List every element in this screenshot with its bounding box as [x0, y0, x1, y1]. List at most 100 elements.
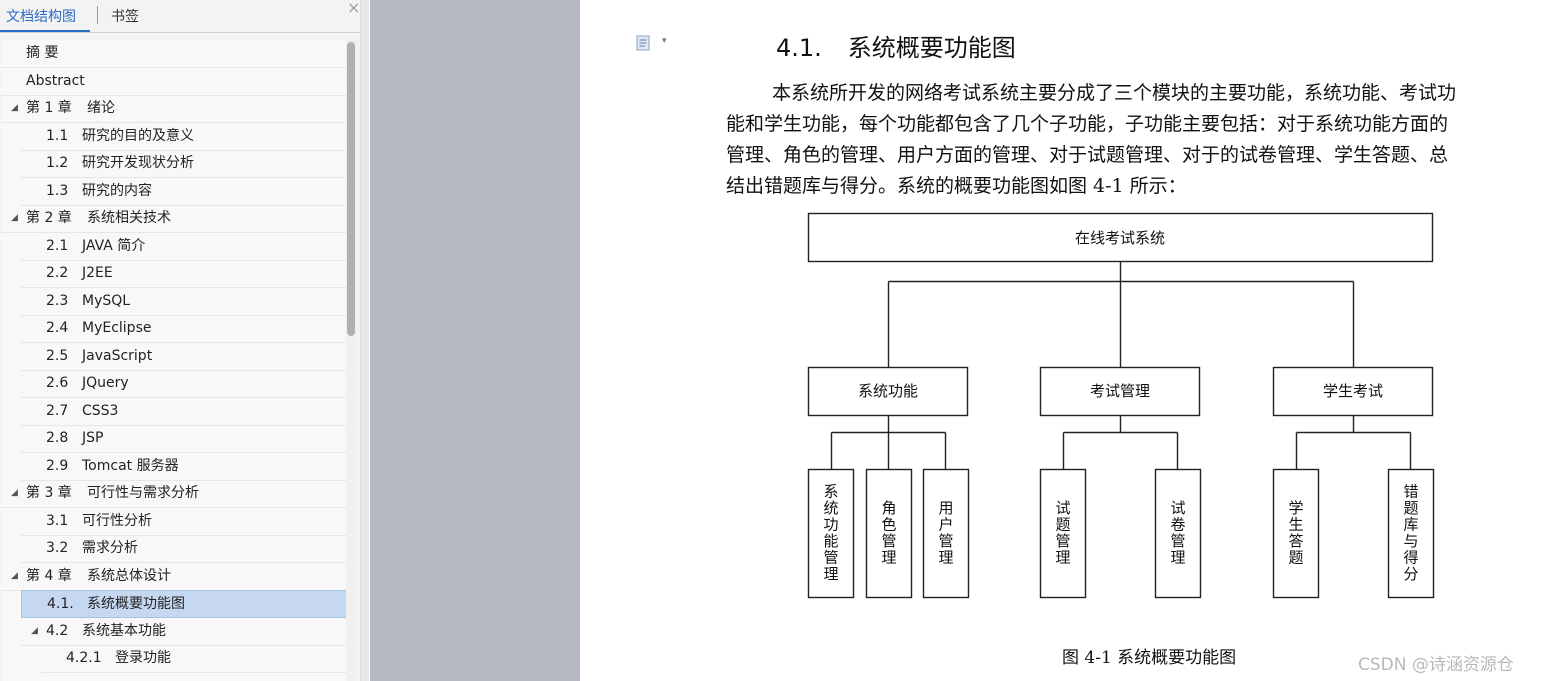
outline-item[interactable]: 1.1 研究的目的及意义 [21, 123, 346, 151]
outline-item-label: 需求分析 [82, 540, 138, 556]
paragraph-line: 本系统所开发的网络考试系统主要分成了三个模块的主要功能，系统功能、考试功 [772, 82, 1457, 104]
outline-item[interactable]: 2.9 Tomcat 服务器 [21, 453, 346, 481]
outline-item[interactable]: ◢ 第 2 章系统相关技术 [1, 205, 346, 233]
diagram-root-label: 在线考试系统 [1075, 229, 1165, 247]
outline-item[interactable]: 2.3 MySQL [21, 288, 346, 316]
outline-item-label: MySQL [82, 292, 131, 309]
heading-number: 4.1. [776, 34, 822, 62]
outline-item-number: 4.1. [47, 596, 74, 612]
chevron-down-icon[interactable]: ▾ [662, 36, 667, 46]
outline-item-label: 系统总体设计 [87, 567, 171, 584]
expand-triangle-icon[interactable]: ◢ [11, 488, 18, 498]
diagram-leaf-box [1039, 468, 1087, 599]
close-pane-icon[interactable]: × [347, 0, 361, 17]
outline-item-number: 1.2 [46, 155, 69, 171]
outline-item-number: 摘 要 [26, 45, 59, 61]
diagram-leaf-label: 学生答题 [1288, 499, 1303, 567]
outline-item-label: 研究开发现状分析 [82, 155, 194, 171]
outline-item-label: J2EE [82, 265, 113, 281]
outline-item[interactable]: 3.1 可行性分析 [21, 508, 346, 536]
document-structure-pane: 文档结构图 书签 × 摘 要 Abstract ◢第 1 章绪论 1.1 研究的目的及意… [0, 0, 361, 681]
outline-item-number: 3.2 [46, 540, 69, 556]
outline-item-number: 第 4 章 [26, 567, 72, 584]
outline-item[interactable]: ◢第 1 章绪论 [1, 95, 346, 123]
tab-divider [97, 6, 98, 24]
outline-item[interactable]: 摘 要 [1, 40, 346, 68]
outline-item-label: JQuery [82, 375, 129, 391]
outline-item-number: 2.6 [46, 375, 69, 391]
paragraph-line: 能和学生功能，每个功能都包含了几个子功能，子功能主要包括：对于系统功能方面的 [726, 113, 1449, 135]
outline-item[interactable]: 2.6 JQuery [21, 370, 346, 398]
paragraph-line: 管理、角色的管理、用户方面的管理、对于试题管理、对于的试卷管理、学生答题、总 [726, 144, 1449, 166]
page-background [370, 0, 580, 681]
outline-item[interactable]: 2.8 JSP [21, 425, 346, 453]
outline-item-number: 3.1 [46, 512, 69, 529]
outline-item-label: 可行性分析 [82, 512, 152, 529]
active-tab-indicator [0, 30, 90, 32]
outline-item-number: 2.5 [46, 347, 69, 364]
outline-item-label: 研究的目的及意义 [82, 127, 194, 144]
diagram-leaf-box [865, 468, 913, 599]
outline-item-number: 1.1 [46, 127, 69, 144]
outline-item-label: 研究的内容 [82, 182, 152, 199]
outline-item-number: 1.3 [46, 182, 69, 199]
outline-item-number: 第 2 章 [26, 210, 72, 226]
outline-item-label: 登录功能 [115, 650, 171, 666]
diagram-leaf-box [1154, 468, 1202, 599]
document-page: ▾ 4.1.系统概要功能图 本系统所开发的网络考试系统主要分成了三个模块的主要功… [580, 0, 1545, 681]
diagram-leaf-box [1387, 468, 1435, 599]
outline-item-number: 2.3 [46, 292, 69, 309]
outline-item[interactable]: ◢ 4.2 系统基本功能 [21, 618, 346, 646]
expand-triangle-icon[interactable]: ◢ [31, 625, 38, 636]
tab-bookmarks[interactable]: 书签 [111, 9, 139, 25]
outline-item-number: 第 3 章 [26, 485, 72, 501]
outline-item[interactable]: ◢ 第 4 章系统总体设计 [1, 563, 346, 591]
outline-item-label: 可行性与需求分析 [87, 485, 199, 501]
section-heading: 4.1.系统概要功能图 [776, 28, 1016, 63]
diagram-leaf-box [1272, 468, 1320, 599]
outline-item-label: 绪论 [87, 100, 115, 116]
outline-item[interactable]: 1.3 研究的内容 [21, 178, 346, 206]
outline-item[interactable]: 1.2 研究开发现状分析 [21, 150, 346, 178]
expand-triangle-icon[interactable]: ◢ [11, 213, 18, 223]
diagram-leaf-label: 用户管理 [938, 499, 953, 567]
outline-item-number: Abstract [26, 72, 85, 89]
paste-options-icon[interactable] [636, 35, 650, 51]
outline-item-label: JSP [82, 430, 104, 446]
scrollbar-thumb[interactable] [347, 42, 355, 336]
outline-item-number: 2.7 [46, 402, 69, 419]
outline-item-number: 2.8 [46, 430, 69, 446]
diagram-leaf-label: 角色管理 [881, 499, 896, 567]
outline-item-label: JavaScript [82, 347, 153, 364]
outline-item[interactable]: 4.1. 系统概要功能图 [21, 590, 346, 618]
outline-item[interactable]: Abstract [1, 68, 346, 96]
expand-triangle-icon[interactable]: ◢ [11, 570, 18, 581]
outline-item-number: 2.9 [46, 457, 69, 474]
pane-splitter[interactable] [361, 0, 369, 681]
outline-item[interactable]: 2.2 J2EE [21, 260, 346, 288]
diagram-leaf-label: 试卷管理 [1170, 499, 1185, 567]
diagram-leaf-label: 错题库与得分 [1403, 483, 1418, 584]
outline-item[interactable]: ◢ 第 3 章可行性与需求分析 [1, 480, 346, 508]
tab-document-structure[interactable]: 文档结构图 [6, 9, 76, 25]
outline-item[interactable]: 3.2 需求分析 [21, 535, 346, 563]
diagram-module-label: 学生考试 [1323, 382, 1383, 400]
expand-triangle-icon[interactable]: ◢ [11, 103, 18, 113]
diagram-leaf-box [807, 468, 855, 599]
outline-item-label: 系统概要功能图 [87, 596, 185, 612]
outline-item-label: MyEclipse [82, 320, 152, 336]
outline-item-number: 4.2 [46, 622, 69, 639]
outline-item-label: Tomcat 服务器 [82, 457, 179, 474]
outline-item-number: 2.2 [46, 265, 69, 281]
outline-item-label: 系统相关技术 [87, 210, 171, 226]
pane-tabs: 文档结构图 书签 × [0, 0, 360, 36]
diagram-module-label: 考试管理 [1090, 382, 1150, 400]
diagram-leaf-label: 试题管理 [1055, 499, 1070, 567]
outline-item-label: 系统基本功能 [82, 622, 166, 639]
tabs-border [0, 32, 360, 33]
outline-item[interactable]: 2.5 JavaScript [21, 343, 346, 371]
